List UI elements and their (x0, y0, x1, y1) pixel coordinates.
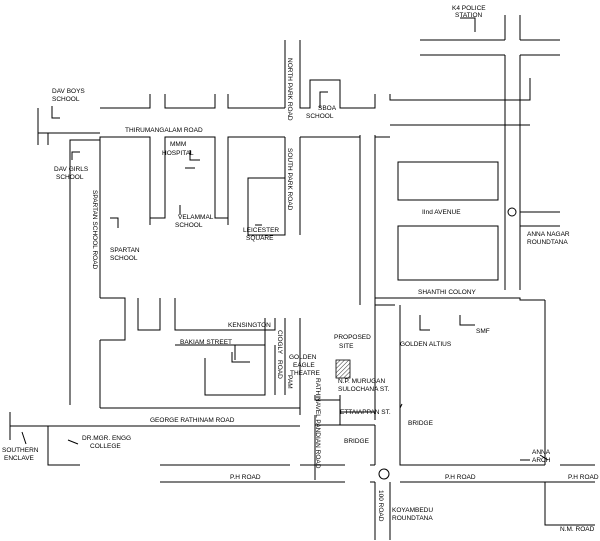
golden-eagle-label-1: GOLDEN (289, 354, 317, 361)
dav-girls-label-1: DAV GIRLS (54, 166, 89, 173)
koyambedu-label-1: KOYAMBEDU (392, 507, 433, 514)
road-100-label: 100 ROAD (377, 490, 384, 522)
spartan-school-road-label: SPARTAN SCHOOL ROAD (91, 190, 98, 270)
kensington-label: KENSINGTON (228, 322, 271, 329)
leicester-label-1: LEICESTER (243, 227, 279, 234)
ettaiappan-street-label: ETTAIAPPAN ST. (340, 409, 391, 416)
velammal-label-1: VELAMMAL (178, 214, 214, 221)
anna-nagar-label-2: ROUNDTANA (527, 239, 568, 246)
k4-police-label-2: STATION (455, 12, 483, 19)
mapam-label: PAM (286, 375, 293, 389)
drmgr-label-2: COLLEGE (90, 443, 121, 450)
proposed-site-label-1: PROPOSED (334, 334, 371, 341)
shanthi-colony-label: SHANTHI COLONY (418, 289, 476, 296)
south-park-road-label: SOUTH PARK ROAD (286, 148, 293, 211)
mmm-label-2: HOSPITAL (162, 150, 194, 157)
bridge-label-2: BRIDGE (344, 438, 370, 445)
leicester-label-2: SQUARE (246, 235, 274, 242)
spartan-label-1: SPARTAN (110, 247, 140, 254)
dav-boys-label-2: SCHOOL (52, 96, 80, 103)
road-small-label: ROAD (276, 360, 283, 379)
rathinavel-pandian-road-label: RATHINAVEL PANDIAN ROAD (314, 378, 321, 469)
southern-enclave-label-1: SOUTHERN (2, 447, 39, 454)
velammal-label-2: SCHOOL (175, 222, 203, 229)
thirumangalam-road-label: THIRUMANGALAM ROAD (125, 127, 203, 134)
smf-label: SMF (476, 328, 490, 335)
ph-road-right-label: P.H ROAD (445, 474, 476, 481)
sboa-label-1: SBOA (318, 105, 337, 112)
anna-arch-label-1: ANNA (532, 449, 551, 456)
dav-boys-label-1: DAV BOYS (52, 88, 85, 95)
sboa-label-2: SCHOOL (306, 113, 334, 120)
drmgr-label-1: DR.MGR. ENGG (82, 435, 131, 442)
anna-arch-label-2: ARCH (532, 457, 551, 464)
anna-nagar-label-1: ANNA NAGAR (527, 231, 570, 238)
ciogly-label: CIOGLY (276, 330, 283, 355)
golden-eagle-label-3: THEATRE (290, 370, 321, 377)
proposed-site-marker (335, 359, 351, 379)
sulochana-street-label: SULOCHANA ST. (338, 386, 389, 393)
bridge-label-1: BRIDGE (408, 420, 434, 427)
ph-road-far-label: P.H ROAD (568, 474, 599, 481)
k4-police-label-1: K4 POLICE (452, 5, 486, 12)
second-avenue-label: IInd AVENUE (422, 209, 461, 216)
landmark-markers (21, 17, 549, 461)
nm-road-label: N.M. ROAD (560, 526, 595, 533)
golden-altius-label: GOLDEN ALTIUS (400, 341, 452, 348)
mmm-label-1: MMM (170, 141, 186, 148)
north-park-road-label: NORTH PARK ROAD (286, 58, 293, 121)
np-murugan-label: N.P. MURUGAN (338, 378, 385, 385)
ph-road-left-label: P.H ROAD (230, 474, 261, 481)
road-network (9, 15, 595, 540)
koyambedu-label-2: ROUNDTANA (392, 515, 433, 522)
bakiam-street-label: BAKIAM STREET (180, 339, 232, 346)
proposed-site-label-2: SITE (339, 343, 354, 350)
spartan-label-2: SCHOOL (110, 255, 138, 262)
koyambedu-roundtana-icon (378, 468, 390, 480)
golden-eagle-label-2: EAGLE (293, 362, 315, 369)
anna-nagar-roundtana-icon (507, 207, 517, 217)
dav-girls-label-2: SCHOOL (56, 174, 84, 181)
southern-enclave-label-2: ENCLAVE (4, 455, 35, 462)
george-rathinam-road-label: GEORGE RATHINAM ROAD (150, 417, 235, 424)
